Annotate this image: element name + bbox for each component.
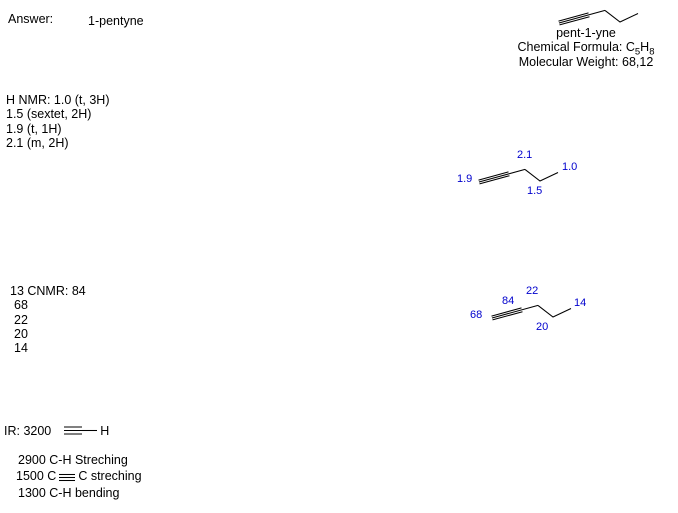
cnmr-section: 13 CNMR: 84 68 22 20 14 xyxy=(10,284,86,355)
pentyne-skeletal-structure xyxy=(558,9,639,26)
ir-line-2: 2900 C-H Streching xyxy=(18,453,128,467)
ir-1500-prefix: 1500 C xyxy=(16,469,57,483)
ir-h-label: H xyxy=(100,424,110,438)
ir-line-3: 1500 C C streching xyxy=(16,469,142,483)
hnmr-shift-c3-h2: 2.1 xyxy=(517,149,533,161)
cnmr-shift-c1: 68 xyxy=(470,309,483,321)
formula-mid: H xyxy=(640,40,650,55)
answer-value: 1-pentyne xyxy=(88,14,144,28)
chemical-formula: Chemical Formula: C5H8 xyxy=(510,40,662,57)
pentyne-skeletal-structure xyxy=(478,168,559,185)
molecular-weight: Molecular Weight: 68,12 xyxy=(518,54,654,69)
hnmr-line-2: 1.5 (sextet, 2H) xyxy=(6,107,92,122)
cnmr-shift-c5: 14 xyxy=(574,297,587,309)
cnmr-line-5: 14 xyxy=(14,341,28,356)
cnmr-assigned-structure: 68 84 22 20 14 xyxy=(466,282,598,338)
hnmr-line-3: 1.9 (t, 1H) xyxy=(6,121,62,136)
hnmr-shift-c4-h2: 1.5 xyxy=(527,185,543,197)
cnmr-shift-c3: 22 xyxy=(526,285,539,297)
ir-3200-label: IR: 3200 xyxy=(4,424,52,438)
ir-1500-suffix: C streching xyxy=(78,469,142,483)
hnmr-section: H NMR: 1.0 (t, 3H) 1.5 (sextet, 2H) 1.9 … xyxy=(6,93,110,150)
hnmr-shift-alkyne-h: 1.9 xyxy=(457,173,473,185)
cnmr-line-3: 22 xyxy=(14,312,28,327)
hnmr-line-1: H NMR: 1.0 (t, 3H) xyxy=(6,93,110,107)
hnmr-assigned-structure: 1.9 2.1 1.5 1.0 xyxy=(455,146,587,202)
cnmr-shift-c2: 84 xyxy=(502,295,515,307)
cnmr-line-1: 13 CNMR: 84 xyxy=(10,284,86,298)
formula-prefix: Chemical Formula: C xyxy=(517,40,635,55)
hnmr-shift-c5-h3: 1.0 xyxy=(562,161,578,173)
compound-name: pent-1-yne xyxy=(556,26,616,40)
ir-line-1: IR: 3200 H xyxy=(4,424,109,438)
triple-bond-h-icon xyxy=(64,426,98,435)
hnmr-line-4: 2.1 (m, 2H) xyxy=(6,135,69,150)
formula-sub-5: 5 xyxy=(634,46,641,58)
triple-bond-icon xyxy=(59,473,76,481)
ir-line-4: 1300 C-H bending xyxy=(18,486,120,500)
pentyne-skeletal-structure xyxy=(491,304,572,321)
compound-info: pent-1-yne Chemical Formula: C5H8 Molecu… xyxy=(510,26,662,69)
answer-label: Answer: xyxy=(8,12,54,26)
cnmr-shift-c4: 20 xyxy=(536,321,549,333)
cnmr-line-2: 68 xyxy=(14,298,28,313)
cnmr-line-4: 20 xyxy=(14,326,28,341)
formula-sub-8: 8 xyxy=(649,46,655,58)
